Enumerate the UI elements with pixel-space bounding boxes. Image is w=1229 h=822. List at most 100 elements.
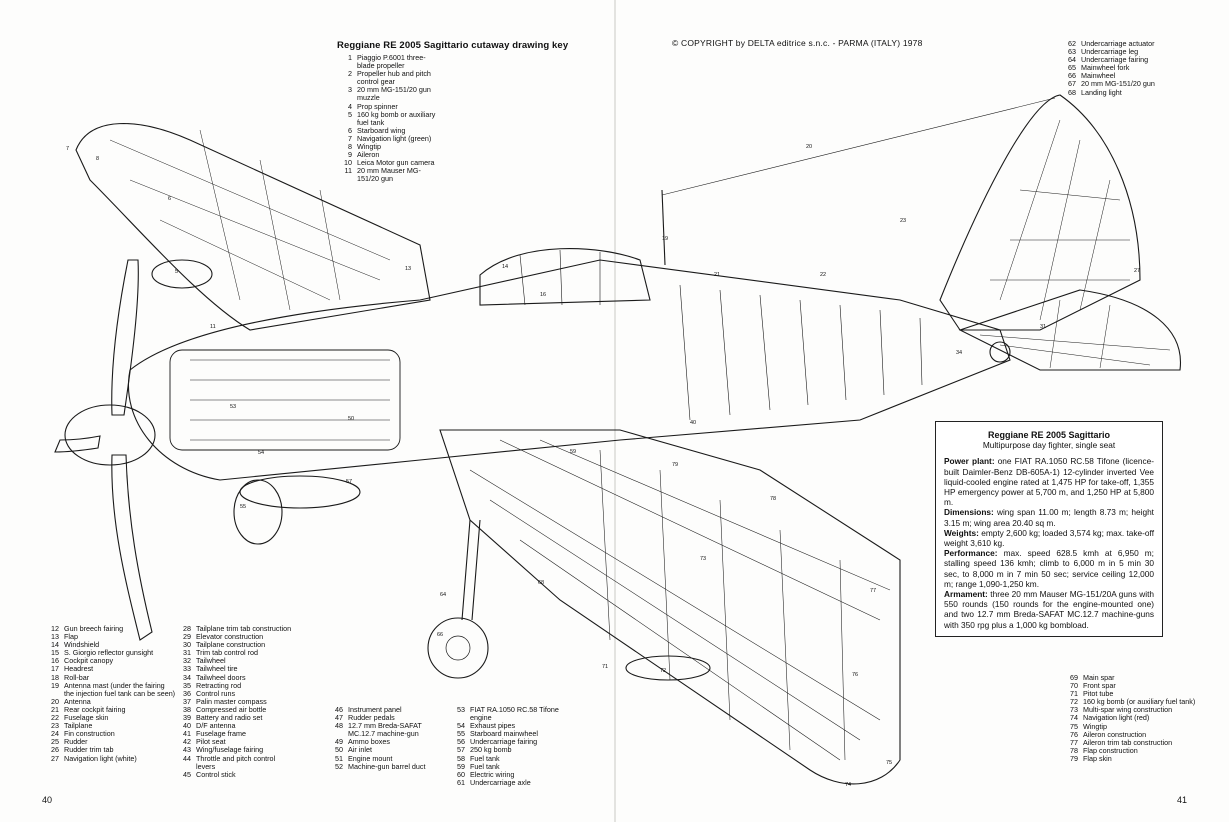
- key-item-number: 26: [51, 745, 59, 755]
- key-item-number: 76: [1070, 729, 1078, 739]
- key-item-number: 42: [183, 737, 191, 747]
- key-item-text: Elevator construction: [196, 632, 264, 642]
- callout-34: 34: [956, 350, 962, 356]
- callout-59: 59: [570, 449, 576, 455]
- callout-71: 71: [602, 664, 608, 670]
- key-item-text: Palin master compass: [196, 696, 267, 706]
- key-item-number: 36: [183, 688, 191, 698]
- underwing-bomb-port: [625, 655, 711, 681]
- key-item-number: 52: [335, 761, 343, 771]
- key-item-number: 54: [457, 721, 465, 731]
- callout-74: 74: [845, 782, 851, 788]
- callout-5: 5: [175, 269, 178, 275]
- key-item-text: Tailwheel: [196, 656, 226, 666]
- key-item-text: Propeller hub and pitch control gear: [357, 69, 431, 87]
- key-item-text: Trim tab control rod: [196, 648, 259, 658]
- key-item-number: 70: [1070, 681, 1078, 691]
- callout-73: 73: [700, 556, 706, 562]
- key-item-number: 53: [457, 705, 465, 714]
- key-item-number: 38: [183, 704, 191, 714]
- key-item-number: 9: [348, 150, 352, 160]
- key-item-number: 1: [348, 53, 352, 62]
- key-item-number: 23: [51, 721, 59, 731]
- callout-21: 21: [714, 272, 720, 278]
- callout-23: 23: [900, 218, 906, 224]
- key-item-text: Starboard mainwheel: [470, 729, 538, 739]
- key-item-number: 24: [51, 729, 59, 739]
- page-gutter: [614, 0, 616, 822]
- key-item-text: Roll-bar: [64, 672, 90, 682]
- key-item-number: 25: [51, 737, 59, 747]
- key-item-number: 12: [51, 624, 59, 633]
- key-item-text: Compressed air bottle: [196, 704, 267, 714]
- key-item-text: Prop spinner: [357, 101, 398, 111]
- key-item-text: Ammo boxes: [348, 737, 390, 747]
- key-item-number: 34: [183, 672, 191, 682]
- key-item-text: Control stick: [196, 769, 236, 779]
- key-item-text: Cockpit canopy: [64, 656, 114, 666]
- key-item-number: 21: [51, 704, 59, 714]
- key-item-text: Exhaust pipes: [470, 721, 516, 731]
- callout-8: 8: [96, 156, 99, 162]
- callout-20: 20: [806, 144, 812, 150]
- key-item-number: 31: [183, 648, 191, 658]
- key-item-text: Aileron: [357, 150, 380, 160]
- callout-16: 16: [540, 292, 546, 298]
- key-item-text: Electric wiring: [470, 769, 515, 779]
- callout-27: 27: [1134, 268, 1140, 274]
- key-item-text: 160 kg bomb (or auxiliary fuel tank): [1083, 697, 1196, 707]
- key-item-number: 55: [457, 729, 465, 739]
- callout-64: 64: [440, 592, 446, 598]
- key-item-text: Wingtip: [1083, 721, 1107, 731]
- key-item-text: Wingtip: [357, 142, 381, 152]
- copyright-notice: © COPYRIGHT by DELTA editrice s.n.c. - P…: [672, 38, 923, 48]
- key-item-text: Control runs: [196, 688, 236, 698]
- key-item-text: Navigation light (red): [1083, 713, 1150, 723]
- key-item-text: Tailwheel doors: [196, 672, 246, 682]
- key-item-number: 19: [51, 680, 59, 690]
- key-item-text: Flap skin: [1083, 753, 1112, 763]
- key-item-text: 250 kg bomb: [470, 745, 512, 755]
- key-item: 75 Wingtip: [1060, 721, 1210, 731]
- propeller-blade-lower: [111, 454, 153, 641]
- key-item-text: Fuselage frame: [196, 729, 246, 739]
- key-item-number: 33: [183, 664, 191, 674]
- key-item-number: 15: [51, 648, 59, 658]
- key-item-text: Antenna: [64, 696, 91, 706]
- key-item-number: 8: [348, 142, 352, 152]
- specification-box: Reggiane RE 2005 Sagittario Multipurpose…: [935, 421, 1163, 637]
- key-item-text: Multi-spar wing construction: [1083, 705, 1173, 715]
- callout-53: 53: [230, 404, 236, 410]
- key-item-text: Tailplane trim tab construction: [196, 624, 292, 633]
- key-item-text: S. Giorgio reflector gunsight: [64, 648, 154, 658]
- propeller-blade-left: [54, 435, 101, 453]
- key-item-number: 75: [1070, 721, 1078, 731]
- key-item-text: 20 mm Mauser MG-151/20 gun: [357, 166, 421, 184]
- key-item-number: 6: [348, 125, 352, 135]
- callout-77: 77: [870, 588, 876, 594]
- key-item-number: 60: [457, 769, 465, 779]
